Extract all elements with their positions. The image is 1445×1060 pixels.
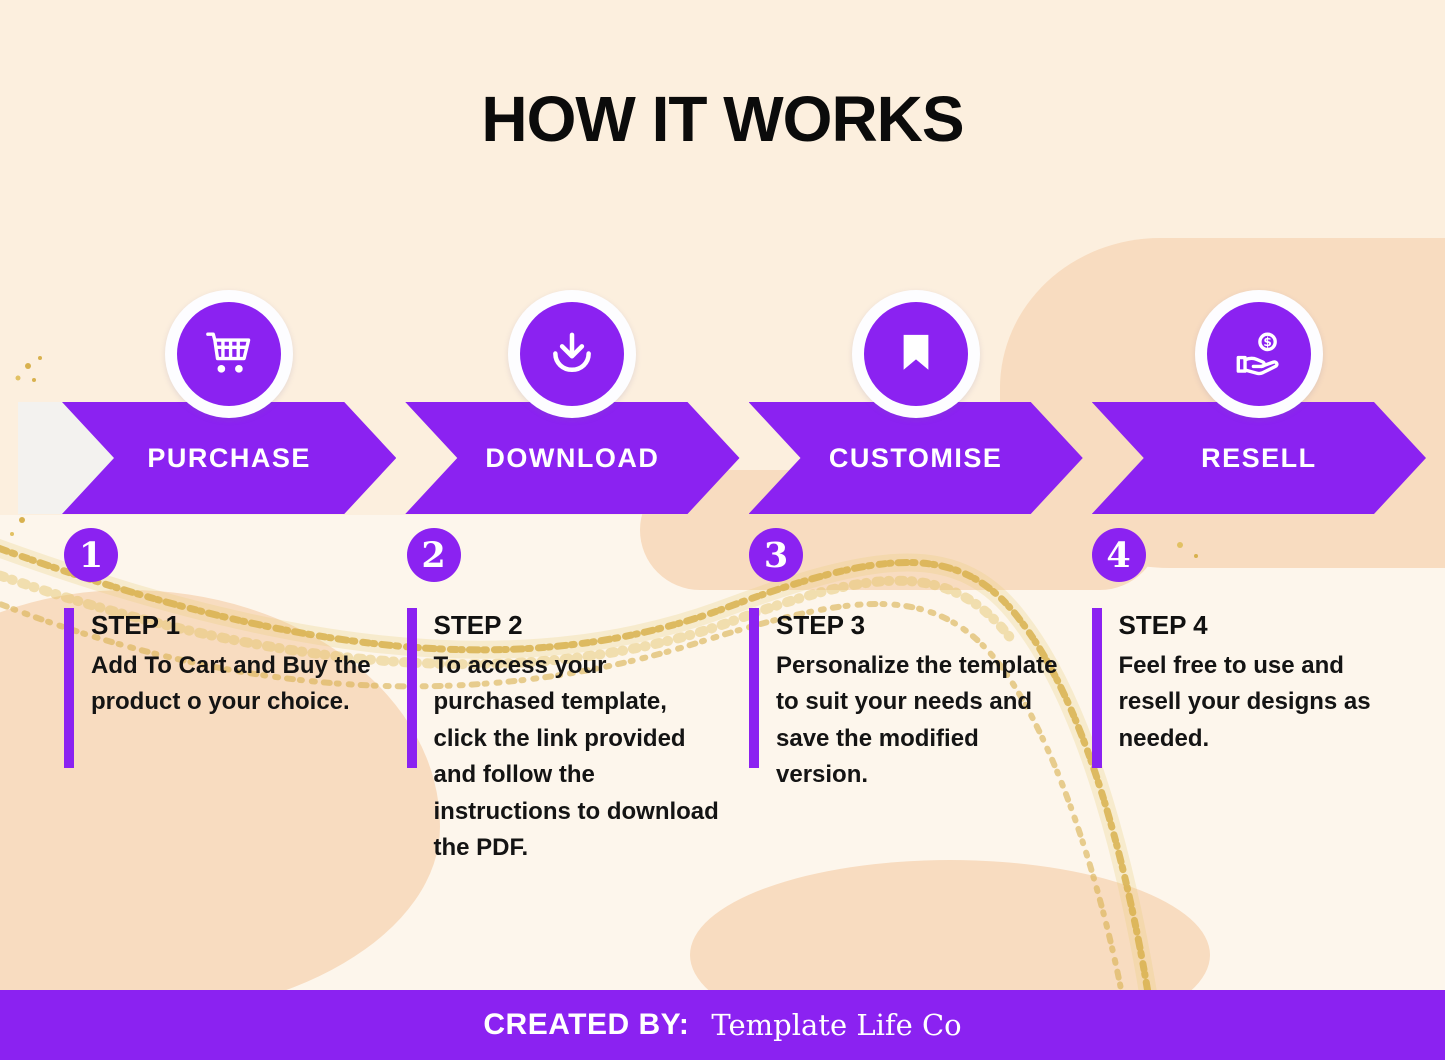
step-3-heading: STEP 3 xyxy=(776,610,866,640)
arrow-step-download: DOWNLOAD xyxy=(405,290,739,514)
icon-badge xyxy=(508,290,637,418)
icon-circle: $ xyxy=(1206,302,1311,406)
step-1-number-badge: 1 xyxy=(64,528,118,582)
page-title: HOW IT WORKS xyxy=(481,83,964,155)
icon-badge xyxy=(851,290,980,418)
icon-badge: $ xyxy=(1194,290,1323,418)
step-4-body: Feel free to use and resell your designs… xyxy=(1118,652,1371,752)
arrow-step-resell: RESELL $ xyxy=(1092,290,1426,514)
download-icon xyxy=(553,332,592,372)
icon-circle xyxy=(520,302,625,406)
icon-badge xyxy=(165,290,294,418)
step-accent-bar xyxy=(406,608,417,768)
step-descriptions: 1 STEP 1 Add To Cart and Buy the product… xyxy=(64,528,1410,867)
bookmark-icon xyxy=(903,334,928,370)
footer-bar: CREATED BY: Template Life Co xyxy=(0,990,1445,1060)
arrow-label: RESELL xyxy=(1201,442,1317,473)
step-1-heading: STEP 1 xyxy=(91,610,181,640)
footer-created-by-label: CREATED BY: xyxy=(483,1008,690,1041)
arrow-step-customise: CUSTOMISE xyxy=(749,290,1083,514)
step-3-number-badge: 3 xyxy=(749,528,803,582)
arrow-banner: DOWNLOAD xyxy=(405,402,739,514)
arrow-banner: PURCHASE xyxy=(62,402,396,514)
step-4-heading: STEP 4 xyxy=(1118,610,1208,640)
arrow-step-purchase: PURCHASE xyxy=(62,290,396,514)
hand-coin-icon: $ xyxy=(1236,332,1279,376)
icon-circle xyxy=(177,302,282,406)
step-3-body: Personalize the template to suit your ne… xyxy=(776,652,1058,789)
step-1-column: 1 STEP 1 Add To Cart and Buy the product… xyxy=(64,528,383,867)
step-4-block: STEP 4 Feel free to use and resell your … xyxy=(1091,608,1411,768)
cart-icon xyxy=(206,332,251,373)
step-2-body: To access your purchased template, click… xyxy=(433,652,719,862)
step-1-block: STEP 1 Add To Cart and Buy the product o… xyxy=(64,608,383,768)
step-3-block: STEP 3 Personalize the template to suit … xyxy=(749,608,1068,794)
footer-brand-name: Template Life Co xyxy=(711,1008,962,1042)
step-accent-bar xyxy=(749,608,759,768)
step-accent-bar xyxy=(64,608,74,768)
step-1-body: Add To Cart and Buy the product o your c… xyxy=(91,652,371,716)
arrow-banner: CUSTOMISE xyxy=(749,402,1083,514)
svg-text:$: $ xyxy=(1263,335,1271,349)
step-2-column: 2 STEP 2 To access your purchased templa… xyxy=(406,528,726,867)
step-2-heading: STEP 2 xyxy=(433,610,523,640)
step-2-number-badge: 2 xyxy=(406,528,461,582)
step-2-block: STEP 2 To access your purchased template… xyxy=(406,608,726,867)
arrow-banner: RESELL xyxy=(1092,402,1426,514)
step-accent-bar xyxy=(1091,608,1102,768)
arrow-label: DOWNLOAD xyxy=(485,442,660,473)
step-4-number-badge: 4 xyxy=(1091,528,1146,582)
process-arrows: PURCHASE DOWNLOAD xyxy=(62,290,1426,514)
step-4-column: 4 STEP 4 Feel free to use and resell you… xyxy=(1091,528,1411,867)
arrow-label: PURCHASE xyxy=(147,442,311,473)
arrow-label: CUSTOMISE xyxy=(828,442,1003,473)
icon-circle xyxy=(863,302,968,406)
step-3-column: 3 STEP 3 Personalize the template to sui… xyxy=(749,528,1068,867)
